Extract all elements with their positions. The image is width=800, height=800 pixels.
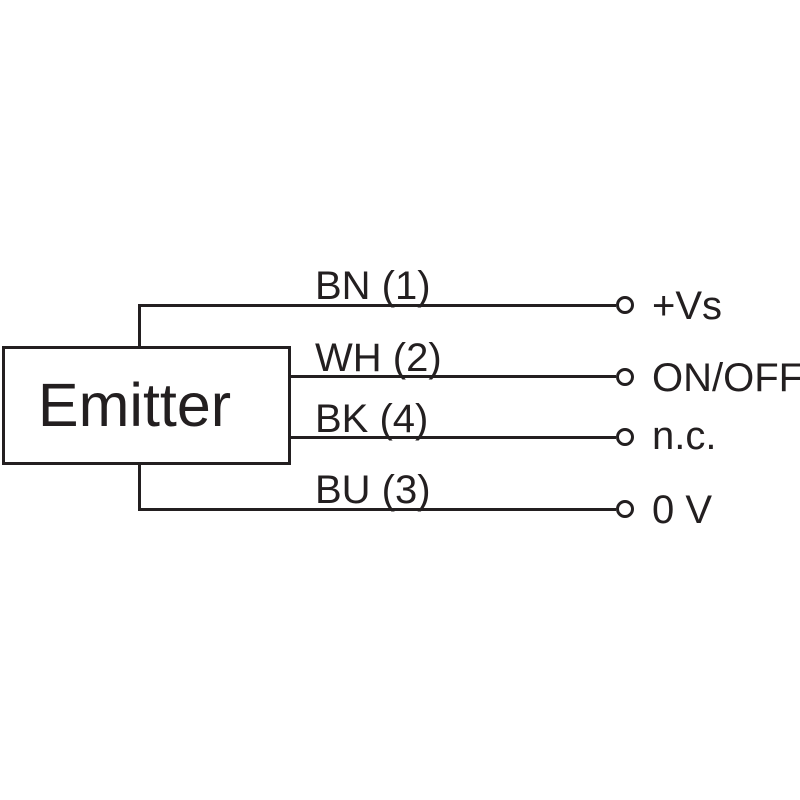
terminal-label-vs: +Vs <box>652 284 723 328</box>
terminal-label-0v: 0 V <box>652 488 713 532</box>
wire-bk-horizontal <box>289 436 616 439</box>
wire-bu-horizontal <box>138 508 616 511</box>
terminal-circle-0v <box>616 500 634 518</box>
emitter-label: Emitter <box>37 371 232 439</box>
wire-label-wh: WH (2) <box>315 336 442 380</box>
wire-bn-vertical <box>138 304 141 348</box>
terminal-label-nc: n.c. <box>652 414 717 458</box>
wire-label-bu: BU (3) <box>315 468 431 512</box>
wire-label-bk: BK (4) <box>315 397 429 441</box>
terminal-circle-onoff <box>616 368 634 386</box>
wire-bu-vertical <box>138 462 141 511</box>
wire-label-bn: BN (1) <box>315 264 431 308</box>
wire-wh-horizontal <box>289 375 616 378</box>
emitter-box: Emitter <box>2 346 291 465</box>
wire-bn-horizontal <box>138 304 616 307</box>
terminal-circle-nc <box>616 428 634 446</box>
terminal-circle-vs <box>616 296 634 314</box>
terminal-label-onoff: ON/OFF <box>652 356 800 400</box>
